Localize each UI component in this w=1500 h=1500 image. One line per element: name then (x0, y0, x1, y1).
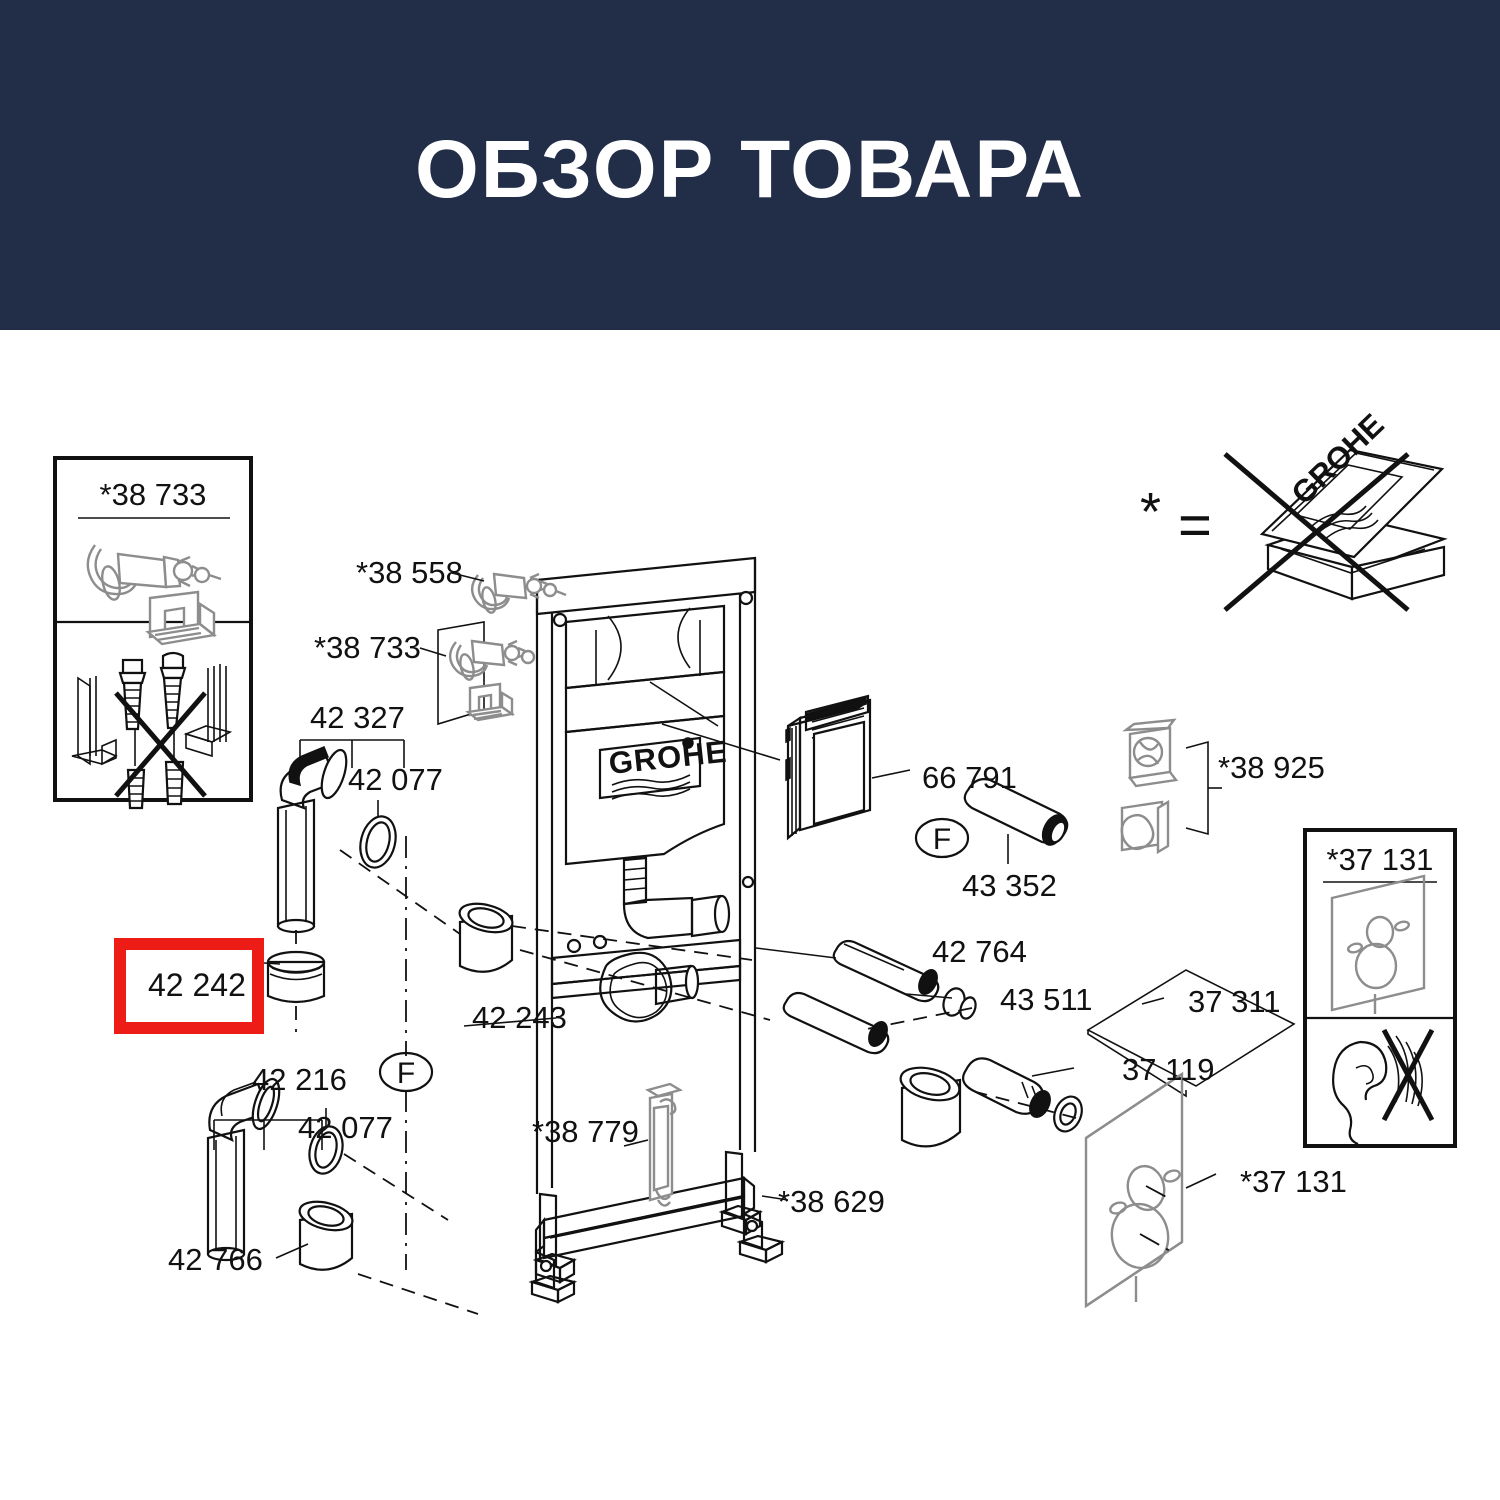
label-38629: *38 629 (778, 1184, 885, 1219)
highlight-box-42242-label: 42 242 (148, 967, 246, 1003)
label-38733: *38 733 (314, 630, 421, 665)
label-37119: 37 119 (1122, 1052, 1215, 1087)
inset-box-38733-title: *38 733 (100, 477, 207, 512)
sound-insulation-plate (1084, 1071, 1184, 1309)
rods-assembly (782, 939, 1296, 1148)
page-title: ОБЗОР ТОВАРА (414, 124, 1086, 215)
floor-support-bracket (528, 1175, 786, 1304)
label-38558: *38 558 (356, 555, 463, 590)
f-marker-lower: F (378, 1051, 434, 1093)
label-37131-plate: *37 131 (1240, 1164, 1347, 1199)
anchor-set-38733 (437, 621, 536, 726)
label-42764: 42 764 (932, 934, 1027, 969)
elbow-pipe-42327 (266, 746, 514, 1032)
elbow-pipe-42216 (206, 1077, 354, 1271)
wall-anchor-bracket-icon (86, 544, 222, 646)
product-overview-diagram: *38 733 (0, 330, 1500, 1500)
label-37311: 37 311 (1188, 984, 1281, 1019)
label-42077-lower: 42 077 (298, 1110, 393, 1145)
part-42766-sleeve (298, 1200, 354, 1271)
label-66791: 66 791 (922, 760, 1017, 795)
highlight-box-42242: 42 242 (114, 938, 264, 1034)
leader-lines (213, 572, 1217, 1315)
inset-box-38733: *38 733 (53, 456, 253, 810)
crossed-out-grohe-box-icon: GROHE (1223, 407, 1448, 612)
label-43352: 43 352 (962, 868, 1057, 903)
label-43511: 43 511 (1000, 982, 1093, 1017)
label-38779: *38 779 (532, 1114, 639, 1149)
page-header: ОБЗОР ТОВАРА (0, 0, 1500, 330)
anchor-set-38558 (470, 572, 567, 614)
label-42077-upper: 42 077 (348, 762, 443, 797)
grohe-logo-plate: GROHE (598, 734, 729, 800)
legend-star-equals: * = GROHE (1140, 407, 1448, 612)
label-42766: 42 766 (168, 1242, 263, 1277)
part-66791-flush-valve (785, 694, 872, 841)
inset-box-37131: *37 131 (1303, 828, 1457, 1148)
installation-frame-assembly: GROHE (532, 556, 763, 1284)
legend-star-symbol: * (1140, 482, 1161, 542)
label-38925: *38 925 (1218, 750, 1325, 785)
legend-equals-symbol: = (1178, 493, 1212, 558)
label-42243: 42 243 (472, 1000, 567, 1035)
crossed-out-ear-noise-icon (1332, 1028, 1435, 1146)
f-marker-upper: F (914, 817, 970, 859)
part-42243-sleeve (458, 902, 514, 973)
part-38925-brackets (1120, 718, 1222, 855)
label-42327: 42 327 (310, 700, 405, 735)
part-43352-pipe (963, 778, 1069, 846)
part-42242-sleeve (266, 930, 326, 1032)
part-38779 (644, 1082, 684, 1207)
f-marker-upper-label: F (933, 823, 951, 856)
label-42216: 42 216 (252, 1062, 347, 1097)
grohe-wordmark-cistern: GROHE (607, 734, 729, 781)
crossed-out-anchor-bolts-icon (71, 651, 233, 810)
pan-connector-bend (599, 951, 700, 1023)
inset-box-37131-title: *37 131 (1327, 842, 1434, 877)
part-labels: *38 558 *38 733 42 327 42 077 66 791 *38… (168, 555, 1347, 1277)
f-marker-lower-label: F (397, 1057, 415, 1090)
sound-insulation-plate-icon (1330, 874, 1426, 1014)
